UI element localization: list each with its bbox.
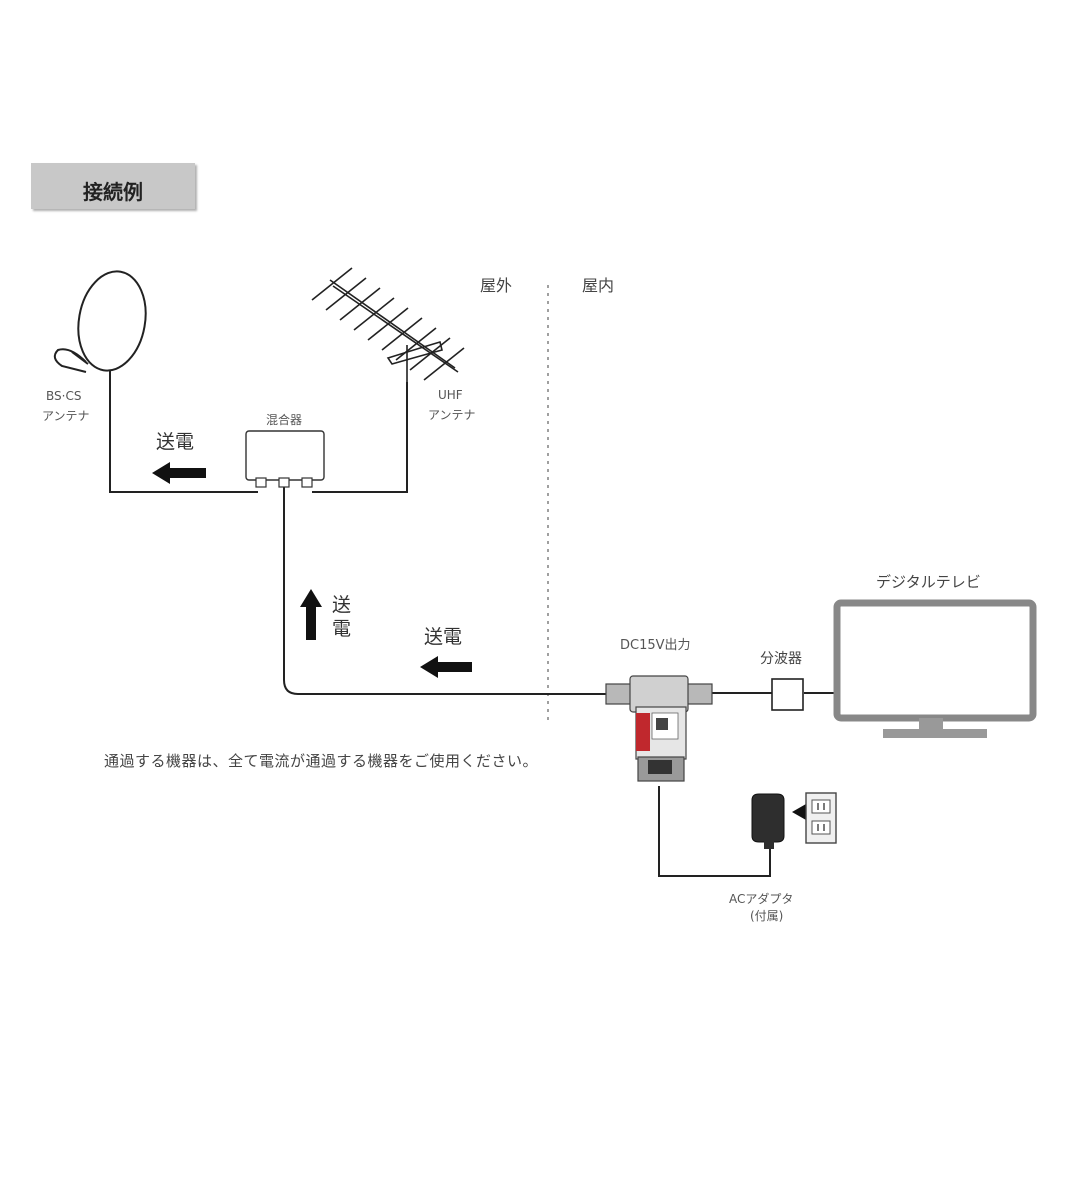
usage-note: 通過する機器は、全て電流が通過する機器をご使用ください。 bbox=[104, 752, 539, 770]
splitter-icon bbox=[771, 678, 804, 711]
ac-adapter-label-line1: ACアダプタ bbox=[729, 892, 794, 906]
mixer-label: 混合器 bbox=[266, 413, 303, 427]
bs-cs-dish-icon bbox=[53, 270, 147, 384]
digital-tv-icon bbox=[833, 599, 1037, 738]
coax-cables bbox=[109, 382, 837, 877]
dc15v-output-label: DC15V出力 bbox=[620, 638, 691, 653]
power-feed-label-top: 送電 bbox=[156, 431, 195, 453]
power-arrow-up bbox=[300, 589, 322, 640]
power-arrow-left-top bbox=[152, 462, 206, 484]
splitter-label: 分波器 bbox=[760, 651, 802, 667]
section-title: 接続例 bbox=[83, 180, 143, 204]
bs-cs-antenna-label-line2: アンテナ bbox=[42, 409, 90, 423]
indoor-label: 屋内 bbox=[582, 276, 615, 295]
uhf-antenna-label-line2: アンテナ bbox=[428, 408, 476, 422]
power-feed-label-vertical-1: 送 bbox=[332, 594, 352, 616]
power-feed-label-bottom: 送電 bbox=[424, 626, 463, 648]
outdoor-label: 屋外 bbox=[480, 276, 513, 295]
wall-outlet-icon bbox=[805, 792, 837, 844]
uhf-antenna-label-line1: UHF bbox=[438, 388, 463, 402]
section-title-tab: 接続例 bbox=[31, 163, 195, 209]
digital-tv-label: デジタルテレビ bbox=[876, 573, 981, 591]
power-feed-label-vertical-2: 電 bbox=[332, 618, 352, 640]
ac-adapter-icon bbox=[751, 793, 816, 849]
power-arrow-left-bottom bbox=[420, 656, 472, 678]
bs-cs-antenna-label-line1: BS·CS bbox=[46, 389, 82, 403]
ac-adapter-label-line2: (付属) bbox=[750, 909, 784, 923]
mixer-icon bbox=[245, 430, 325, 488]
uhf-antenna-icon bbox=[311, 267, 465, 382]
power-inserter-device-icon bbox=[605, 675, 713, 782]
